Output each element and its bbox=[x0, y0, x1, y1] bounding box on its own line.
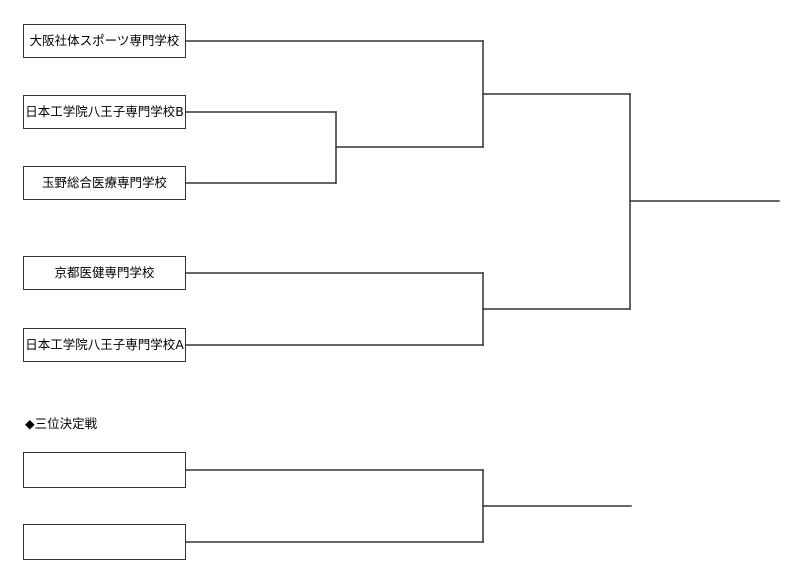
team-name: 大阪社体スポーツ専門学校 bbox=[29, 32, 180, 48]
team-name: 日本工学院八王子専門学校A bbox=[25, 336, 184, 352]
team-box-4: 京都医健専門学校 bbox=[23, 256, 186, 290]
team-name: 京都医健専門学校 bbox=[54, 264, 155, 280]
third-place-slot-2 bbox=[23, 524, 186, 560]
third-place-title: ◆三位決定戦 bbox=[25, 416, 98, 431]
team-name: 日本工学院八王子専門学校B bbox=[25, 103, 184, 119]
team-box-1: 大阪社体スポーツ専門学校 bbox=[23, 24, 186, 58]
team-box-2: 日本工学院八王子専門学校B bbox=[23, 95, 186, 129]
team-box-3: 玉野総合医療専門学校 bbox=[23, 166, 186, 200]
third-place-slot-1 bbox=[23, 452, 186, 488]
team-box-5: 日本工学院八王子専門学校A bbox=[23, 328, 186, 362]
team-name: 玉野総合医療専門学校 bbox=[41, 174, 167, 190]
